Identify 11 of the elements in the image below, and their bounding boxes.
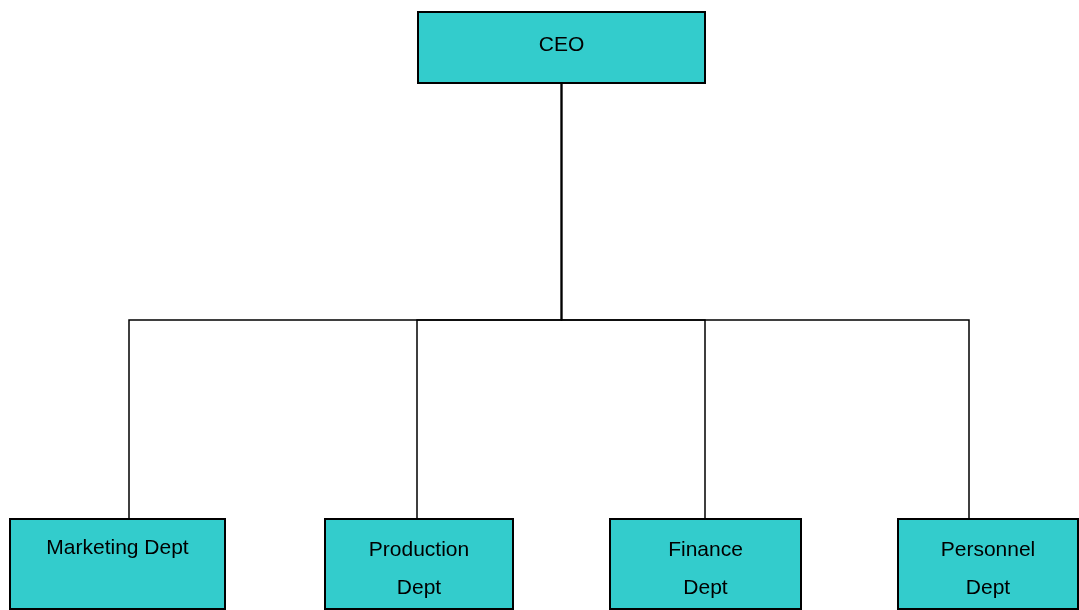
org-box [9, 518, 226, 610]
org-box [417, 11, 706, 84]
org-box [897, 518, 1079, 610]
box-label: Production Dept [367, 536, 471, 600]
connector-line [560, 83, 970, 519]
org-box [609, 518, 802, 610]
org-box [324, 518, 514, 610]
box-label: Marketing Dept [46, 534, 189, 560]
box-label: Personnel Dept [939, 536, 1037, 600]
box-label: Finance Dept [667, 536, 744, 600]
box-label: CEO [538, 31, 585, 57]
